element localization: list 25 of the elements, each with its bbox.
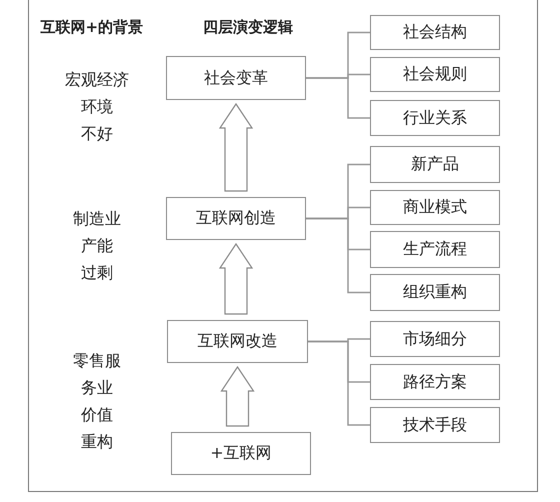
column-heading: 四层演变逻辑 [203, 17, 293, 37]
text-box: 社会变革 [166, 56, 306, 100]
text-box: +互联网 [171, 432, 311, 475]
text-box: 市场细分 [370, 321, 500, 357]
text-box: 生产流程 [370, 231, 500, 268]
side-note: 零售服务业价值重构 [73, 350, 121, 453]
connector-line [308, 340, 370, 426]
text-box: 组织重构 [370, 274, 500, 311]
text-box: 社会规则 [370, 57, 500, 92]
text-box: 互联网改造 [167, 320, 308, 363]
connector-line [306, 218, 370, 294]
text-box: 行业关系 [370, 100, 500, 136]
connector-line [306, 77, 370, 119]
text-box: 路径方案 [370, 364, 500, 400]
text-box: 商业模式 [370, 190, 500, 225]
side-note: 制造业产能过剩 [73, 208, 121, 284]
text-box: 互联网创造 [166, 197, 306, 240]
text-box: 新产品 [370, 146, 500, 183]
column-heading: 互联网+的背景 [40, 17, 144, 37]
text-box: 社会结构 [370, 15, 500, 50]
block-arrow [218, 102, 254, 192]
text-box: 技术手段 [370, 407, 500, 443]
side-note: 宏观经济环境不好 [65, 69, 129, 145]
block-arrow [220, 366, 255, 427]
block-arrow [218, 242, 254, 315]
